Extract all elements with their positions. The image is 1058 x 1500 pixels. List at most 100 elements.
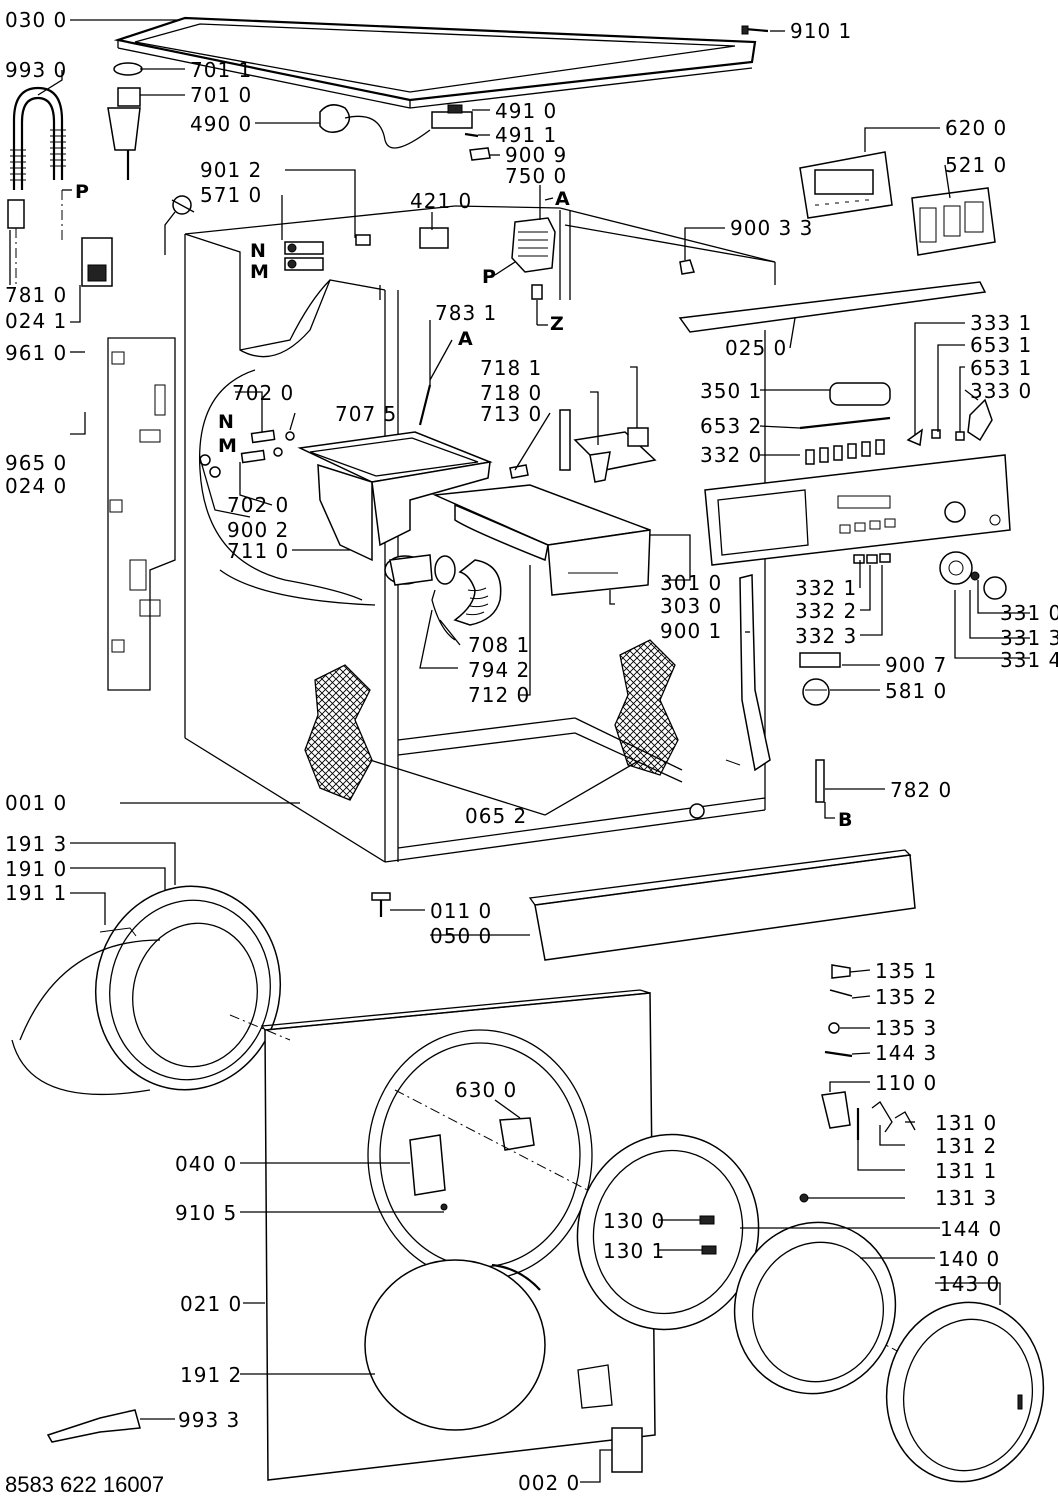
label-702-0-b: 702 0 [227,493,289,517]
label-135-1: 135 1 [875,959,937,983]
label-750-0: 750 0 [505,164,567,188]
part-labels: 030 0 910 1 993 0 701 1 701 0 491 0 490 … [5,8,1058,1495]
letter-leader-lines [62,189,554,381]
component-421-0-drawing [419,227,449,249]
light-pipe-653-2-drawing [799,416,891,430]
part-713-0-drawing [509,464,529,479]
label-490-0: 490 0 [190,112,252,136]
mains-cable-drawing [319,104,431,149]
label-521-0: 521 0 [945,153,1007,177]
label-025-0: 025 0 [725,336,787,360]
clip-900-9-drawing [469,147,491,161]
label-653-1-b: 653 1 [970,356,1032,380]
label-332-2: 332 2 [795,599,857,623]
sound-pad-left-drawing [304,664,373,801]
small-buttons-332-drawing [853,553,891,564]
label-144-0: 144 0 [940,1217,1002,1241]
letter-a-top: A [555,188,570,210]
label-653-1-a: 653 1 [970,333,1032,357]
label-024-0: 024 0 [5,474,67,498]
leader-lines [9,19,1030,1483]
part-653-1-b-drawing [955,431,965,441]
label-135-2: 135 2 [875,985,937,1009]
label-144-3: 144 3 [875,1041,937,1065]
label-630-0: 630 0 [455,1078,517,1102]
label-581-0: 581 0 [885,679,947,703]
part-653-1-a-drawing [931,429,941,439]
hinge-parts-drawing [799,964,916,1203]
letter-p-pump: P [482,266,496,288]
letter-n-valve: N [250,240,266,262]
letter-b: B [838,809,852,831]
label-781-0: 781 0 [5,283,67,307]
label-131-0: 131 0 [935,1111,997,1135]
label-965-0: 965 0 [5,451,67,475]
sound-pad-right-drawing [614,639,679,776]
label-707-5: 707 5 [335,402,397,426]
label-653-2: 653 2 [700,414,762,438]
label-961-0: 961 0 [5,341,67,365]
label-421-0: 421 0 [410,189,472,213]
label-050-0: 050 0 [430,924,492,948]
sensor-783-1-drawing [418,384,432,426]
letter-m-left: M [218,435,237,457]
label-783-1: 783 1 [435,301,497,325]
hose-connectors-drawing [199,429,295,478]
label-620-0: 620 0 [945,116,1007,140]
filter-491-0-drawing [431,104,473,129]
label-701-0: 701 0 [190,83,252,107]
drawer-drawing [432,484,651,596]
label-900-1: 900 1 [660,619,722,643]
label-191-1: 191 1 [5,881,67,905]
axis-line-seal [229,1014,291,1041]
letter-a-mid: A [458,328,473,350]
letter-callouts: P A N M P Z A N M B [75,181,852,831]
label-024-1: 024 1 [5,309,67,333]
label-708-1: 708 1 [468,633,530,657]
inlet-valve-drawing [284,241,324,271]
part-333-0-drawing [967,398,993,442]
dispenser-drawing [297,431,493,586]
door-glass-drawing [733,1221,897,1395]
label-191-2: 191 2 [180,1363,242,1387]
label-040-0: 040 0 [175,1152,237,1176]
label-191-3: 191 3 [5,832,67,856]
label-135-3: 135 3 [875,1016,937,1040]
buttons-332-0-drawing [805,439,885,465]
label-350-1: 350 1 [700,379,762,403]
label-065-2: 065 2 [465,804,527,828]
label-001-0: 001 0 [5,791,67,815]
label-993-0: 993 0 [5,58,67,82]
label-030-0: 030 0 [5,8,67,32]
spring-191-2-drawing [491,1263,541,1291]
screw-491-1-drawing [464,132,479,138]
label-143-0: 143 0 [938,1272,1000,1296]
foot-011-0-drawing [371,892,391,917]
pressure-switch-drawing [799,652,841,706]
label-131-1: 131 1 [935,1159,997,1183]
label-782-0: 782 0 [890,778,952,802]
label-900-9: 900 9 [505,143,567,167]
label-900-7: 900 7 [885,653,947,677]
letter-n-left: N [218,411,234,433]
label-130-0: 130 0 [603,1209,665,1233]
label-701-1: 701 1 [190,58,252,82]
label-333-1: 333 1 [970,311,1032,335]
document-number: 8583 622 16007 [5,1472,164,1497]
module-750-0-drawing [511,217,556,300]
label-301-0: 301 0 [660,571,722,595]
label-131-2: 131 2 [935,1134,997,1158]
aquastop-box-drawing [61,190,113,287]
label-333-0: 333 0 [970,379,1032,403]
rod-782-0-drawing [815,759,825,803]
label-702-0-a: 702 0 [232,381,294,405]
top-cover-drawing [113,16,757,109]
label-191-0: 191 0 [5,857,67,881]
label-794-2: 794 2 [468,658,530,682]
cover-002-0-drawing [611,1427,643,1473]
label-571-0: 571 0 [200,183,262,207]
label-910-1: 910 1 [790,19,852,43]
lens-350-1-drawing [829,382,891,406]
letter-m-valve: M [250,261,269,283]
